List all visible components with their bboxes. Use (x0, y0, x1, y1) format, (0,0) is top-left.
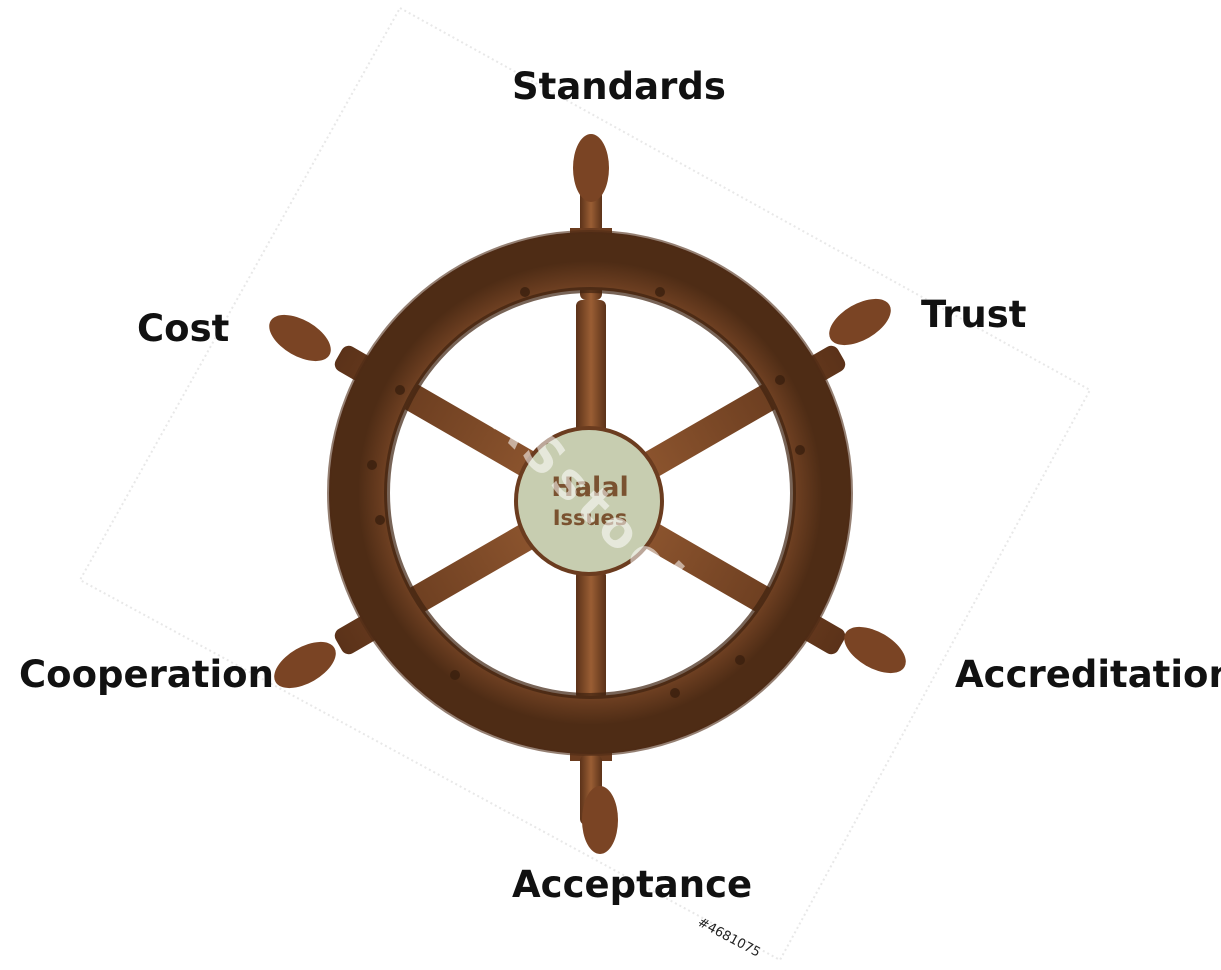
handle-cooperation (267, 632, 344, 697)
label-standards: Standards (512, 68, 726, 105)
handle-accreditation (837, 617, 914, 682)
label-accreditation: Accreditation (955, 656, 1221, 693)
handle-cost (262, 305, 339, 370)
label-cost: Cost (137, 310, 229, 347)
label-acceptance: Acceptance (512, 866, 752, 903)
label-cooperation: Cooperation (19, 656, 274, 693)
label-trust: Trust (921, 296, 1026, 333)
handle-trust (822, 289, 899, 354)
